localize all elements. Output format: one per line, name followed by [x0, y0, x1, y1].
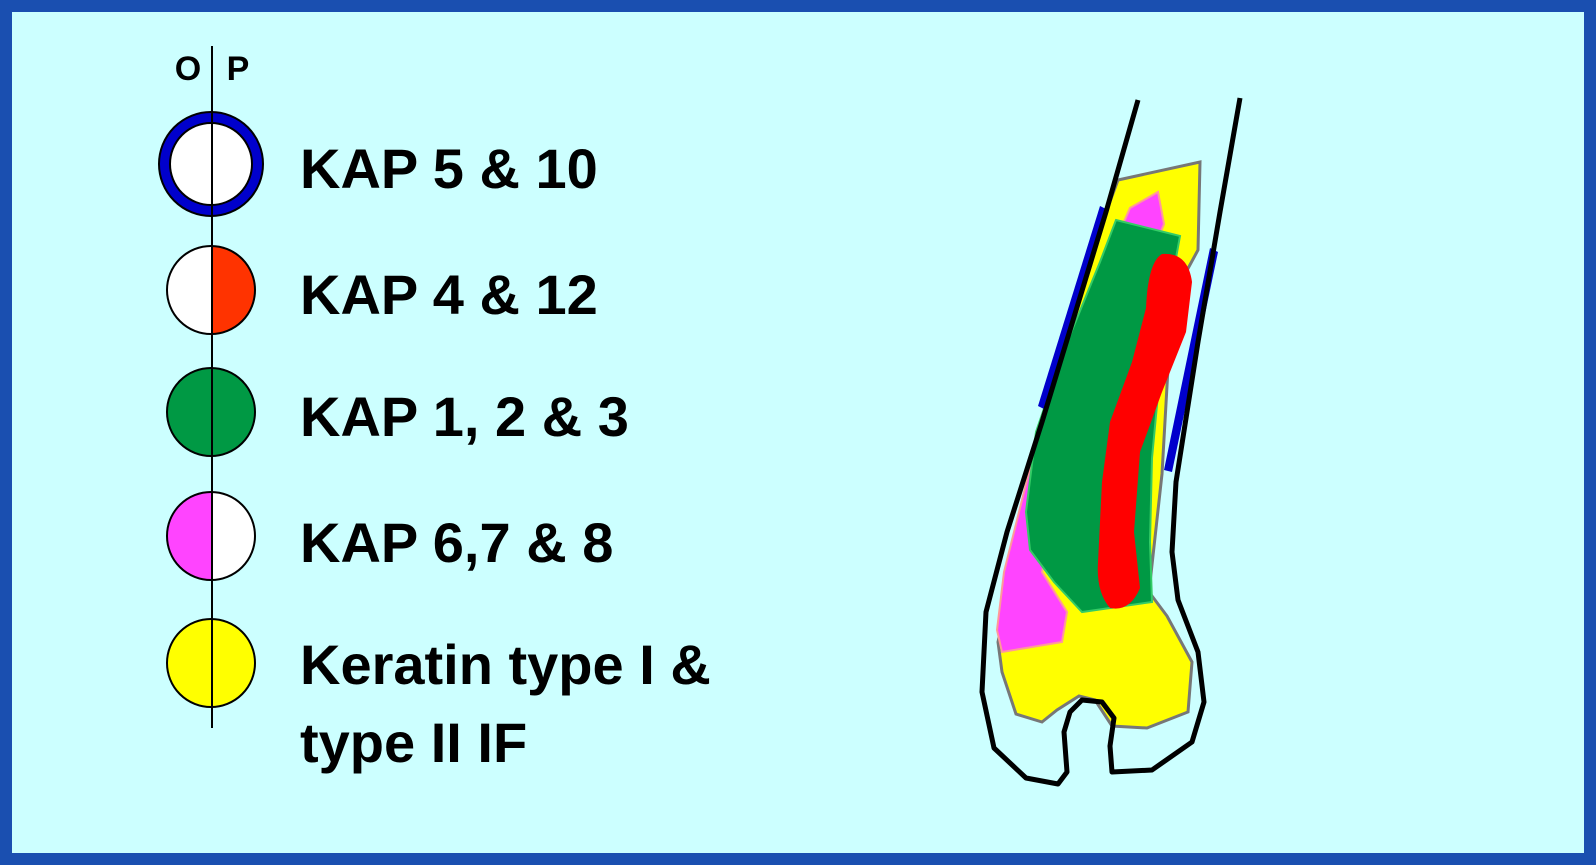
legend-item-kap-1-2-3: KAP 1, 2 & 3 [167, 368, 629, 456]
orange-half-swatch [211, 246, 255, 334]
legend-label-kap-4-12: KAP 4 & 12 [300, 263, 598, 326]
legend: O P KAP 5 & 10 KAP 4 & 12 KAP 1, [159, 46, 711, 774]
paracortex-label: P [227, 50, 250, 88]
white-half-swatch [167, 246, 211, 334]
legend-item-kap-6-7-8: KAP 6,7 & 8 [167, 492, 613, 580]
legend-item-keratin: Keratin type I & type II IF [167, 619, 711, 774]
legend-item-kap-4-12: KAP 4 & 12 [167, 246, 598, 334]
legend-label-keratin-line-2: type II IF [300, 711, 527, 774]
orthocortex-label: O [175, 50, 201, 88]
legend-item-kap-5-10: KAP 5 & 10 [159, 112, 598, 216]
hair-follicle-diagram [982, 98, 1240, 784]
white-half-swatch [211, 492, 255, 580]
legend-label-kap-5-10: KAP 5 & 10 [300, 137, 598, 200]
diagram-canvas: O P KAP 5 & 10 KAP 4 & 12 KAP 1, [12, 12, 1584, 853]
slide: O P KAP 5 & 10 KAP 4 & 12 KAP 1, [12, 12, 1584, 853]
legend-label-kap-6-7-8: KAP 6,7 & 8 [300, 511, 613, 574]
pink-half-swatch [167, 492, 211, 580]
legend-label-keratin-line-1: Keratin type I & [300, 633, 711, 696]
legend-label-kap-1-2-3: KAP 1, 2 & 3 [300, 385, 629, 448]
